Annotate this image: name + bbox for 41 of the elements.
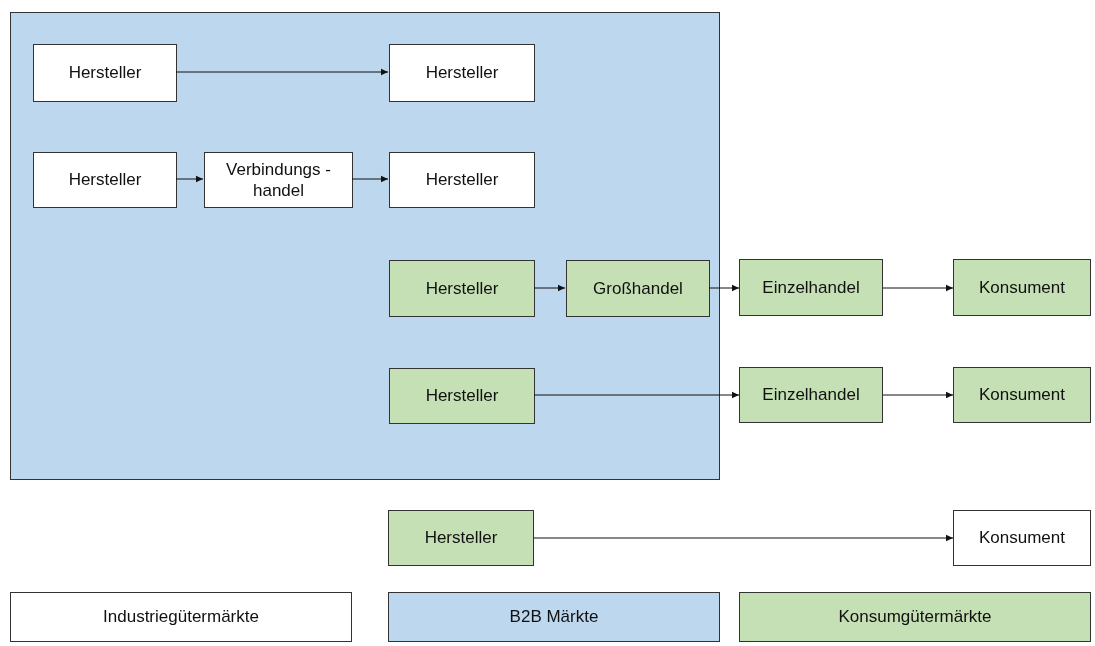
node-label: Hersteller — [425, 277, 499, 300]
node-label: Hersteller — [425, 385, 499, 407]
legend-label: Industriegütermärkte — [103, 607, 259, 627]
node-label: Hersteller — [424, 527, 498, 549]
arrow — [533, 284, 566, 292]
process-box — [953, 367, 1091, 423]
market-region-panel — [10, 12, 720, 480]
process-box — [389, 44, 535, 102]
process-box — [739, 259, 883, 316]
node-label: Hersteller — [425, 62, 499, 84]
node-label: Hersteller — [68, 62, 142, 84]
arrow — [882, 391, 954, 399]
process-box — [389, 152, 535, 208]
arrow — [351, 175, 389, 183]
process-box — [739, 367, 883, 423]
process-box — [389, 368, 535, 424]
node-label: Konsument — [979, 384, 1065, 406]
node-label: Verbindungs - handel — [225, 158, 332, 202]
process-box — [33, 44, 177, 102]
process-box — [204, 152, 353, 208]
node-label: Hersteller — [68, 169, 142, 191]
node-label: Konsument — [979, 527, 1065, 549]
node-label: Einzelhandel — [762, 384, 860, 406]
arrow — [175, 175, 204, 183]
arrow — [882, 284, 954, 292]
process-box — [33, 152, 177, 208]
arrow — [175, 68, 389, 76]
node-label: Einzelhandel — [762, 276, 860, 299]
arrow — [708, 284, 740, 292]
arrow — [533, 391, 740, 399]
process-box — [388, 510, 534, 566]
node-label: Großhandel — [593, 277, 683, 300]
process-box — [953, 510, 1091, 566]
process-box — [953, 259, 1091, 316]
process-box — [566, 260, 710, 317]
node-label: Hersteller — [425, 169, 499, 191]
node-label: Konsument — [979, 276, 1065, 299]
arrow — [533, 534, 954, 542]
legend-label: B2B Märkte — [509, 607, 599, 627]
legend-label: Konsumgütermärkte — [838, 607, 992, 627]
process-box — [389, 260, 535, 317]
